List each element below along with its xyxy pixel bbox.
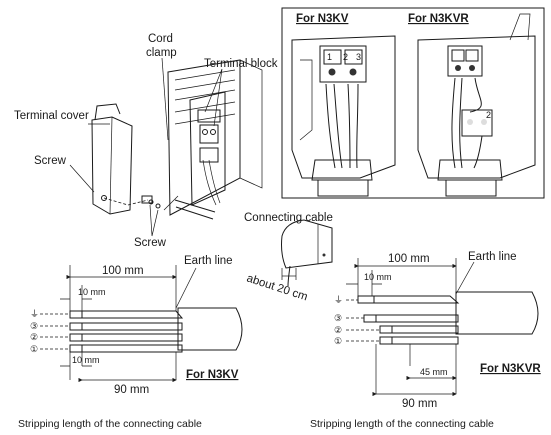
left-marker-3: ③ [30, 321, 38, 331]
inset-terminal-number-2: 2 [343, 52, 348, 62]
indoor-unit-small [281, 219, 333, 287]
inset-terminal-number-2b: 2 [486, 110, 491, 120]
left-marker-1: ① [30, 344, 38, 354]
inset-terminal-number-1: 1 [327, 52, 332, 62]
inset-n3kvr-drawing [417, 13, 536, 197]
left-dim-10mm-earth: 10 mm [78, 287, 106, 297]
connecting-cable-label: Connecting cable [244, 212, 333, 224]
inset-terminal-number-3: 3 [356, 52, 361, 62]
indoor-unit-illustration [69, 59, 263, 237]
left-caption: Stripping length of the connecting cable [18, 418, 202, 430]
right-model-label: For N3KVR [480, 363, 541, 375]
inset-n3kv-drawing [291, 35, 396, 197]
left-dim-10mm-inner: 10 mm [72, 355, 100, 365]
left-model-label: For N3KV [186, 369, 239, 381]
cable-stripping-right [346, 258, 539, 397]
right-marker-1: ① [334, 336, 342, 346]
right-dim-90mm: 90 mm [402, 398, 437, 410]
about-20cm-label: about 20 cm [245, 272, 309, 303]
right-dim-100mm: 100 mm [388, 253, 430, 265]
left-dim-100mm: 100 mm [102, 265, 144, 277]
left-marker-2: ② [30, 332, 38, 342]
cord-clamp-label-2: clamp [146, 47, 177, 59]
right-dim-45mm: 45 mm [420, 367, 448, 377]
screw-label-bottom: Screw [134, 237, 167, 249]
left-dim-90mm: 90 mm [114, 384, 149, 396]
left-earth-line-label: Earth line [184, 255, 233, 267]
right-dim-10mm-earth: 10 mm [364, 272, 392, 282]
right-earth-line-label: Earth line [468, 251, 517, 263]
right-caption: Stripping length of the connecting cable [310, 418, 494, 430]
inset-title-n3kv: For N3KV [296, 13, 349, 25]
left-marker-earth: ⏚ [30, 309, 39, 319]
right-marker-earth: ⏚ [334, 295, 343, 305]
screw-label-top: Screw [34, 155, 67, 167]
right-marker-2: ② [334, 325, 342, 335]
cable-stripping-left [40, 265, 243, 383]
terminal-wiring-inset [281, 7, 545, 199]
cord-clamp-label-1: Cord [148, 33, 173, 45]
terminal-cover-label: Terminal cover [14, 110, 89, 122]
right-marker-3: ③ [334, 313, 342, 323]
inset-title-n3kvr: For N3KVR [408, 13, 469, 25]
terminal-block-label: Terminal block [204, 58, 278, 70]
